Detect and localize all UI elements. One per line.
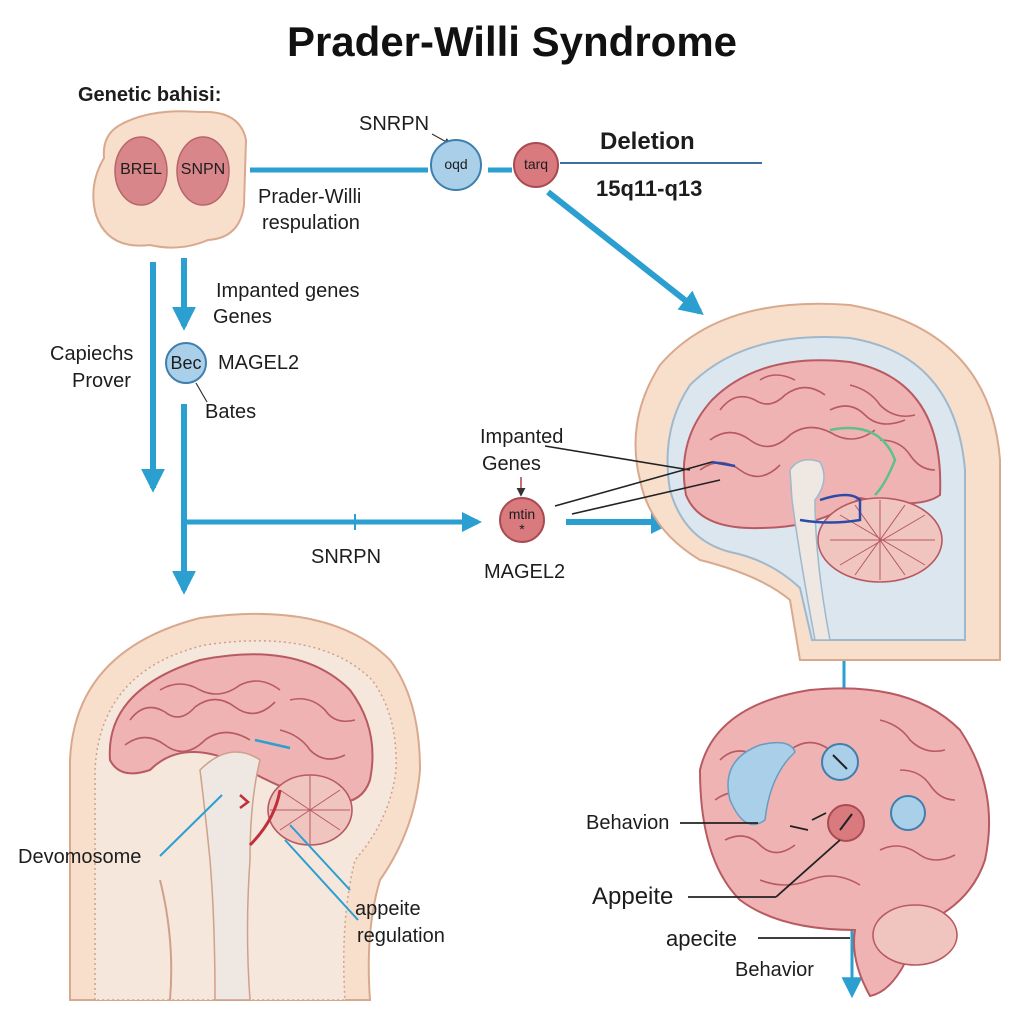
appeite-regulation-line2: regulation [357,925,445,947]
appetite-node-right [890,795,926,831]
snrpn-middle-label: SNRPN [311,546,382,568]
imprinted-middle-line1: Impanted [480,426,564,448]
bec-node-label: Bec [170,353,202,373]
bottom-left-pointers [159,794,359,921]
appeite-label: Appeite [592,883,674,910]
devomosome-label: Devomosome [18,846,142,868]
imprinted-middle-line2: Genes [482,453,541,475]
magel2-left-label: MAGEL2 [218,352,300,374]
cell-left-label: BREL [120,161,162,178]
snrpn-node-label: oqd [444,156,468,172]
appeite-regulation-line1: appeite [355,898,421,920]
regulation-line1: Prader-Willi [258,186,362,208]
brain-lateral-bottom-right [698,687,991,998]
bates-pointer [195,382,208,403]
brain-sagittal-top-right [634,302,1001,661]
bec-node [165,342,207,384]
snrpn-top-label: SNRPN [359,113,430,135]
bottom-right-pointers [680,812,850,939]
capiechs-line2: Prover [72,370,131,392]
page-title: Prader-Willi Syndrome [286,18,738,65]
behavior-bottom-label: Behavior [735,959,814,981]
center-node-line2: * [519,521,525,537]
cell-right-label: SNPN [180,161,226,178]
snrpn-node [430,139,482,191]
genetic-basis-heading: Genetic bahisi: [78,84,222,106]
head-sagittal-bottom-left [69,612,422,1001]
magel2-middle-label: MAGEL2 [484,561,566,583]
capiechs-line1: Capiechs [50,343,134,365]
cell-illustration [92,110,248,249]
imprinted-genes-line1: Impanted genes [216,280,360,302]
deletion-node [513,142,559,188]
magel2-node [499,497,545,543]
bates-label: Bates [205,401,257,423]
apecite-label: apecite [666,926,737,951]
imprinted-pointer-lines [544,445,721,515]
imprinted-genes-line2: Genes [213,306,272,328]
regulation-line2: respulation [262,212,360,234]
deletion-label: Deletion [600,128,695,155]
center-node-line1: mtin [508,506,536,522]
locus-label: 15q11-q13 [596,176,703,201]
deletion-node-label: tarq [523,156,549,172]
behavior-top-label: Behavion [586,812,670,834]
